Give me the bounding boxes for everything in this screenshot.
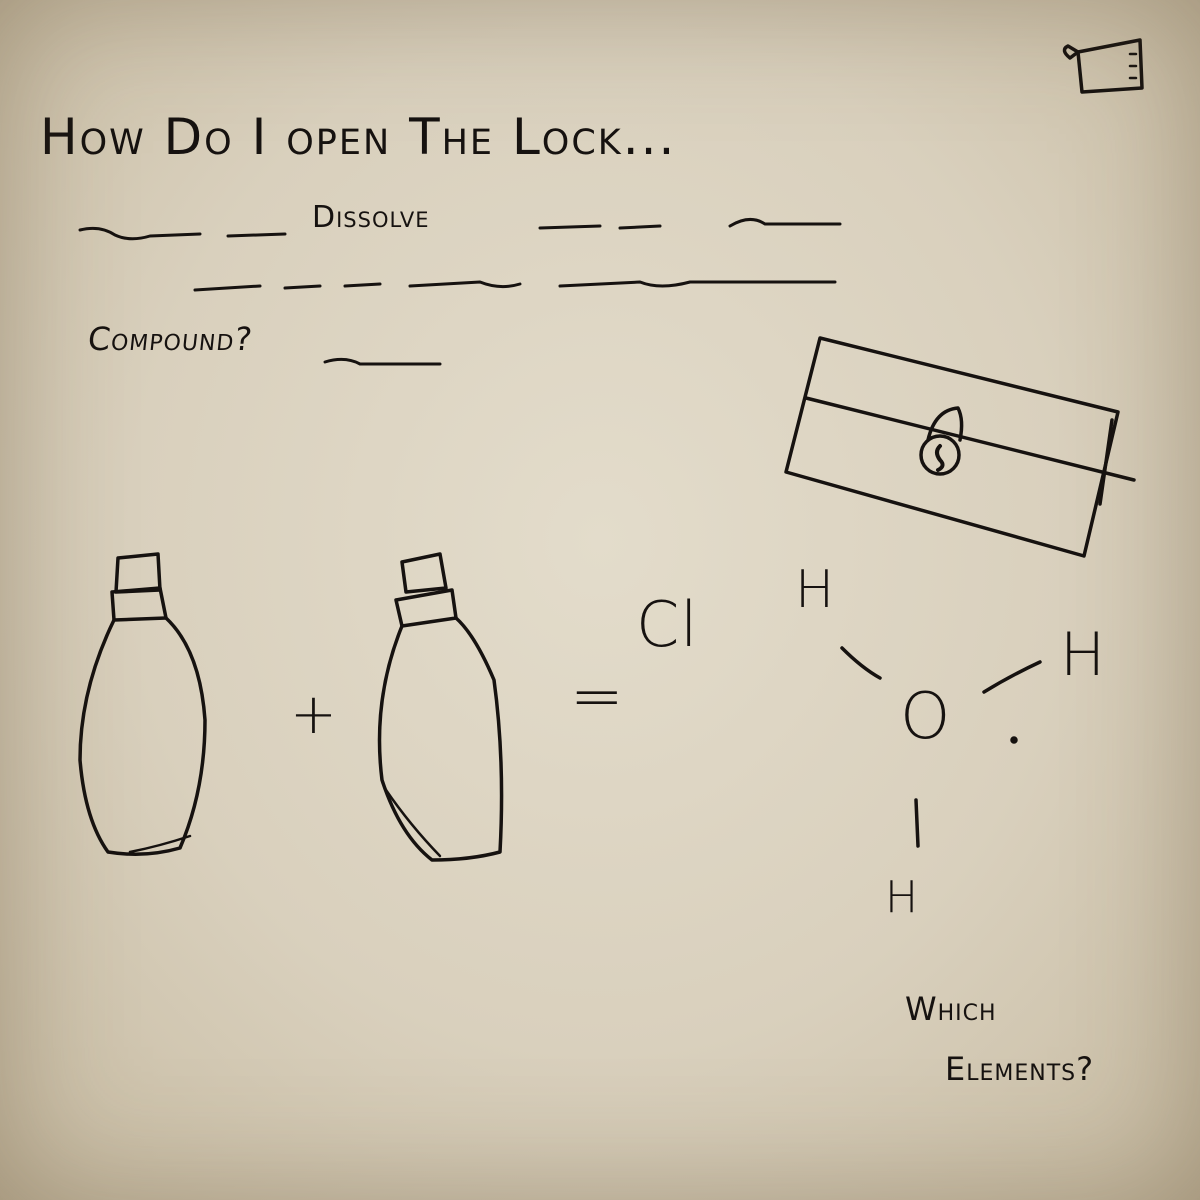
equals-sign: = bbox=[570, 660, 625, 734]
page-curl-icon[interactable] bbox=[1062, 38, 1144, 94]
atom-hydrogen-top-left: H bbox=[795, 560, 836, 620]
prompt-line-1: Which bbox=[905, 990, 997, 1028]
potion-bottle-1[interactable] bbox=[78, 552, 207, 856]
locked-chest-icon[interactable] bbox=[784, 336, 1136, 558]
atom-oxygen-center: O bbox=[900, 680, 952, 754]
prompt-line-2: Elements? bbox=[945, 1050, 1095, 1088]
atom-hydrogen-bottom: H bbox=[885, 872, 920, 923]
atom-hydrogen-right: H bbox=[1060, 620, 1107, 690]
note-title: How Do I open The Lock... bbox=[40, 108, 677, 166]
molecule-bonds bbox=[840, 646, 1042, 848]
hint-word: Dissolve bbox=[312, 200, 430, 235]
compound-question: Compound? bbox=[86, 320, 255, 358]
plus-sign: + bbox=[290, 682, 338, 747]
potion-bottle-2[interactable] bbox=[377, 552, 504, 862]
element-chlorine: Cl bbox=[636, 588, 699, 661]
blank-lines bbox=[78, 218, 842, 366]
